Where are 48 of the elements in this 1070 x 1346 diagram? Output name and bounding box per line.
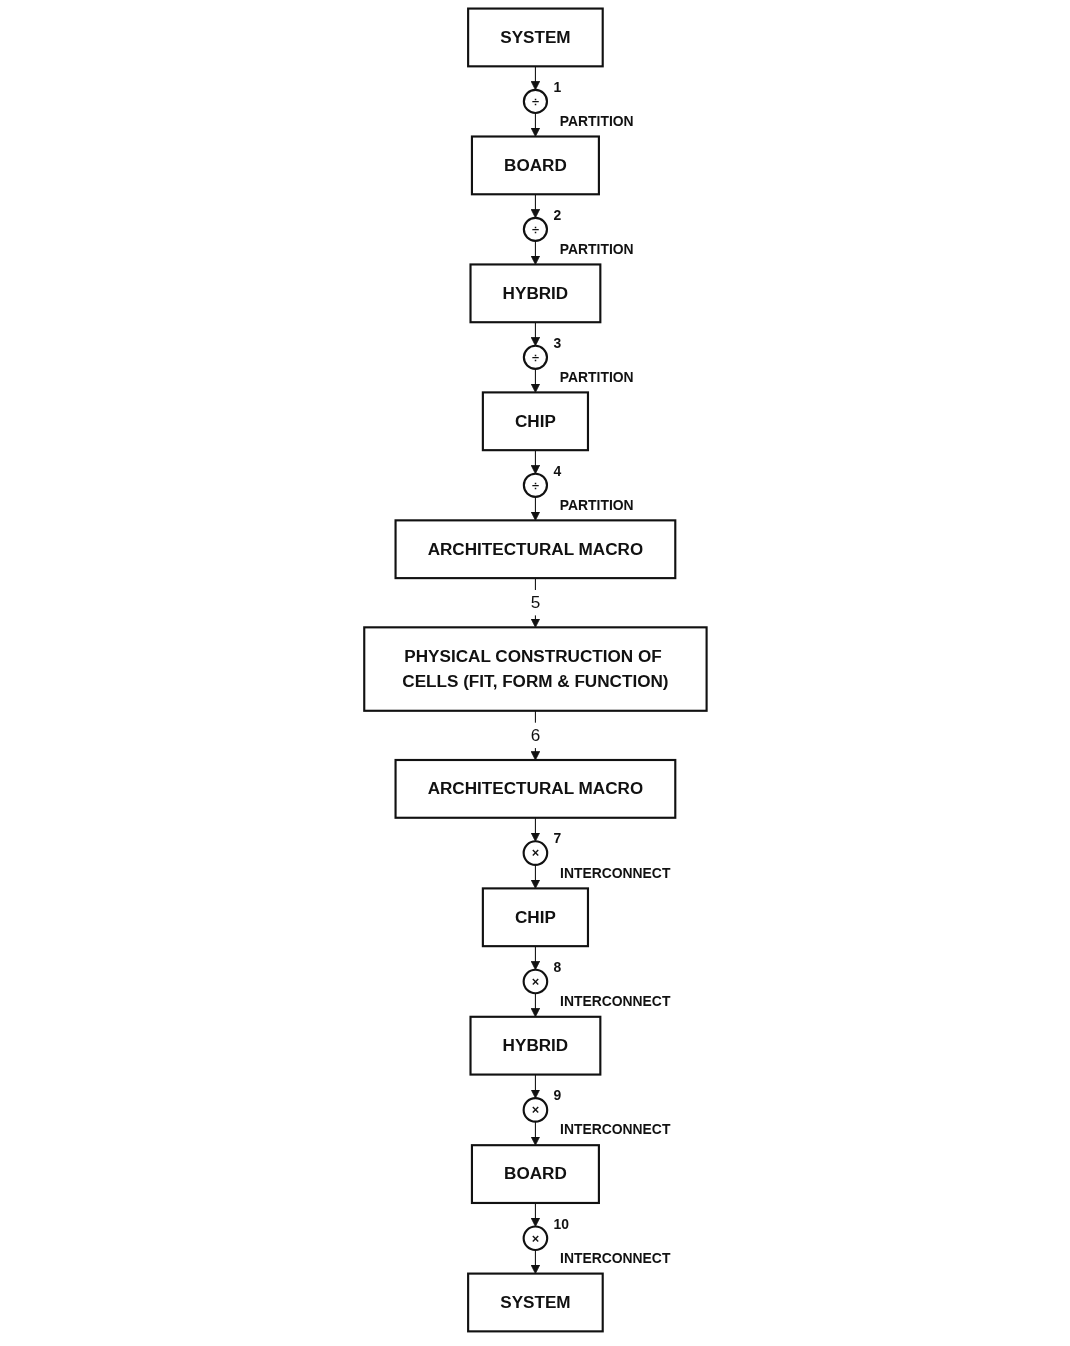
arrow (530, 368, 540, 393)
step-label: INTERCONNECT (559, 864, 670, 881)
node-circle: ÷ (522, 344, 548, 370)
node-circle: × (522, 840, 548, 866)
node-box: BOARD (470, 1144, 600, 1205)
step-label: INTERCONNECT (559, 1121, 670, 1138)
arrow (530, 817, 540, 842)
node-circle: ÷ (522, 216, 548, 242)
arrow (530, 240, 540, 265)
step-number: 10 (553, 1215, 569, 1232)
node-box: HYBRID (469, 263, 601, 324)
node-box: HYBRID (469, 1015, 601, 1076)
node-box: BOARD (470, 135, 600, 196)
node-circle: ÷ (522, 88, 548, 115)
arrow (530, 710, 540, 761)
step-number: 7 (553, 830, 561, 847)
step-label: INTERCONNECT (559, 993, 670, 1010)
node-box: CHIP (481, 887, 589, 948)
node-circle: ÷ (522, 472, 548, 498)
node-box: ARCHITECTURAL MACRO (394, 519, 676, 580)
node-box: PHYSICAL CONSTRUCTION OF CELLS (FIT, FORM & FUNCTION) (362, 626, 708, 712)
edge-label: 6 (530, 725, 540, 744)
edge-label: 5 (530, 593, 540, 612)
step-number: 1 (552, 79, 561, 95)
step-number: 4 (552, 462, 561, 479)
step-number: 8 (553, 958, 561, 975)
node-circle: × (522, 1225, 548, 1252)
arrow (530, 864, 540, 889)
arrow (530, 1249, 540, 1274)
step-label: PARTITION (559, 240, 634, 257)
step-label: PARTITION (559, 496, 634, 513)
step-number: 3 (552, 334, 561, 351)
arrow (530, 1202, 540, 1227)
arrow (530, 112, 540, 137)
step-label: PARTITION (559, 368, 634, 385)
node-circle: × (522, 1097, 548, 1123)
step-label: PARTITION (559, 112, 634, 129)
step-label: INTERCONNECT (559, 1249, 670, 1266)
node-box: SYSTEM (466, 1272, 604, 1333)
node-box: SYSTEM (466, 7, 604, 68)
arrow (530, 1121, 540, 1146)
node-box: CHIP (481, 391, 589, 452)
arrow (530, 1074, 540, 1099)
node-circle: × (522, 968, 548, 995)
step-number: 2 (552, 206, 561, 223)
node-box: ARCHITECTURAL MACRO (394, 758, 676, 819)
step-number: 9 (553, 1087, 561, 1104)
arrow (530, 496, 540, 521)
